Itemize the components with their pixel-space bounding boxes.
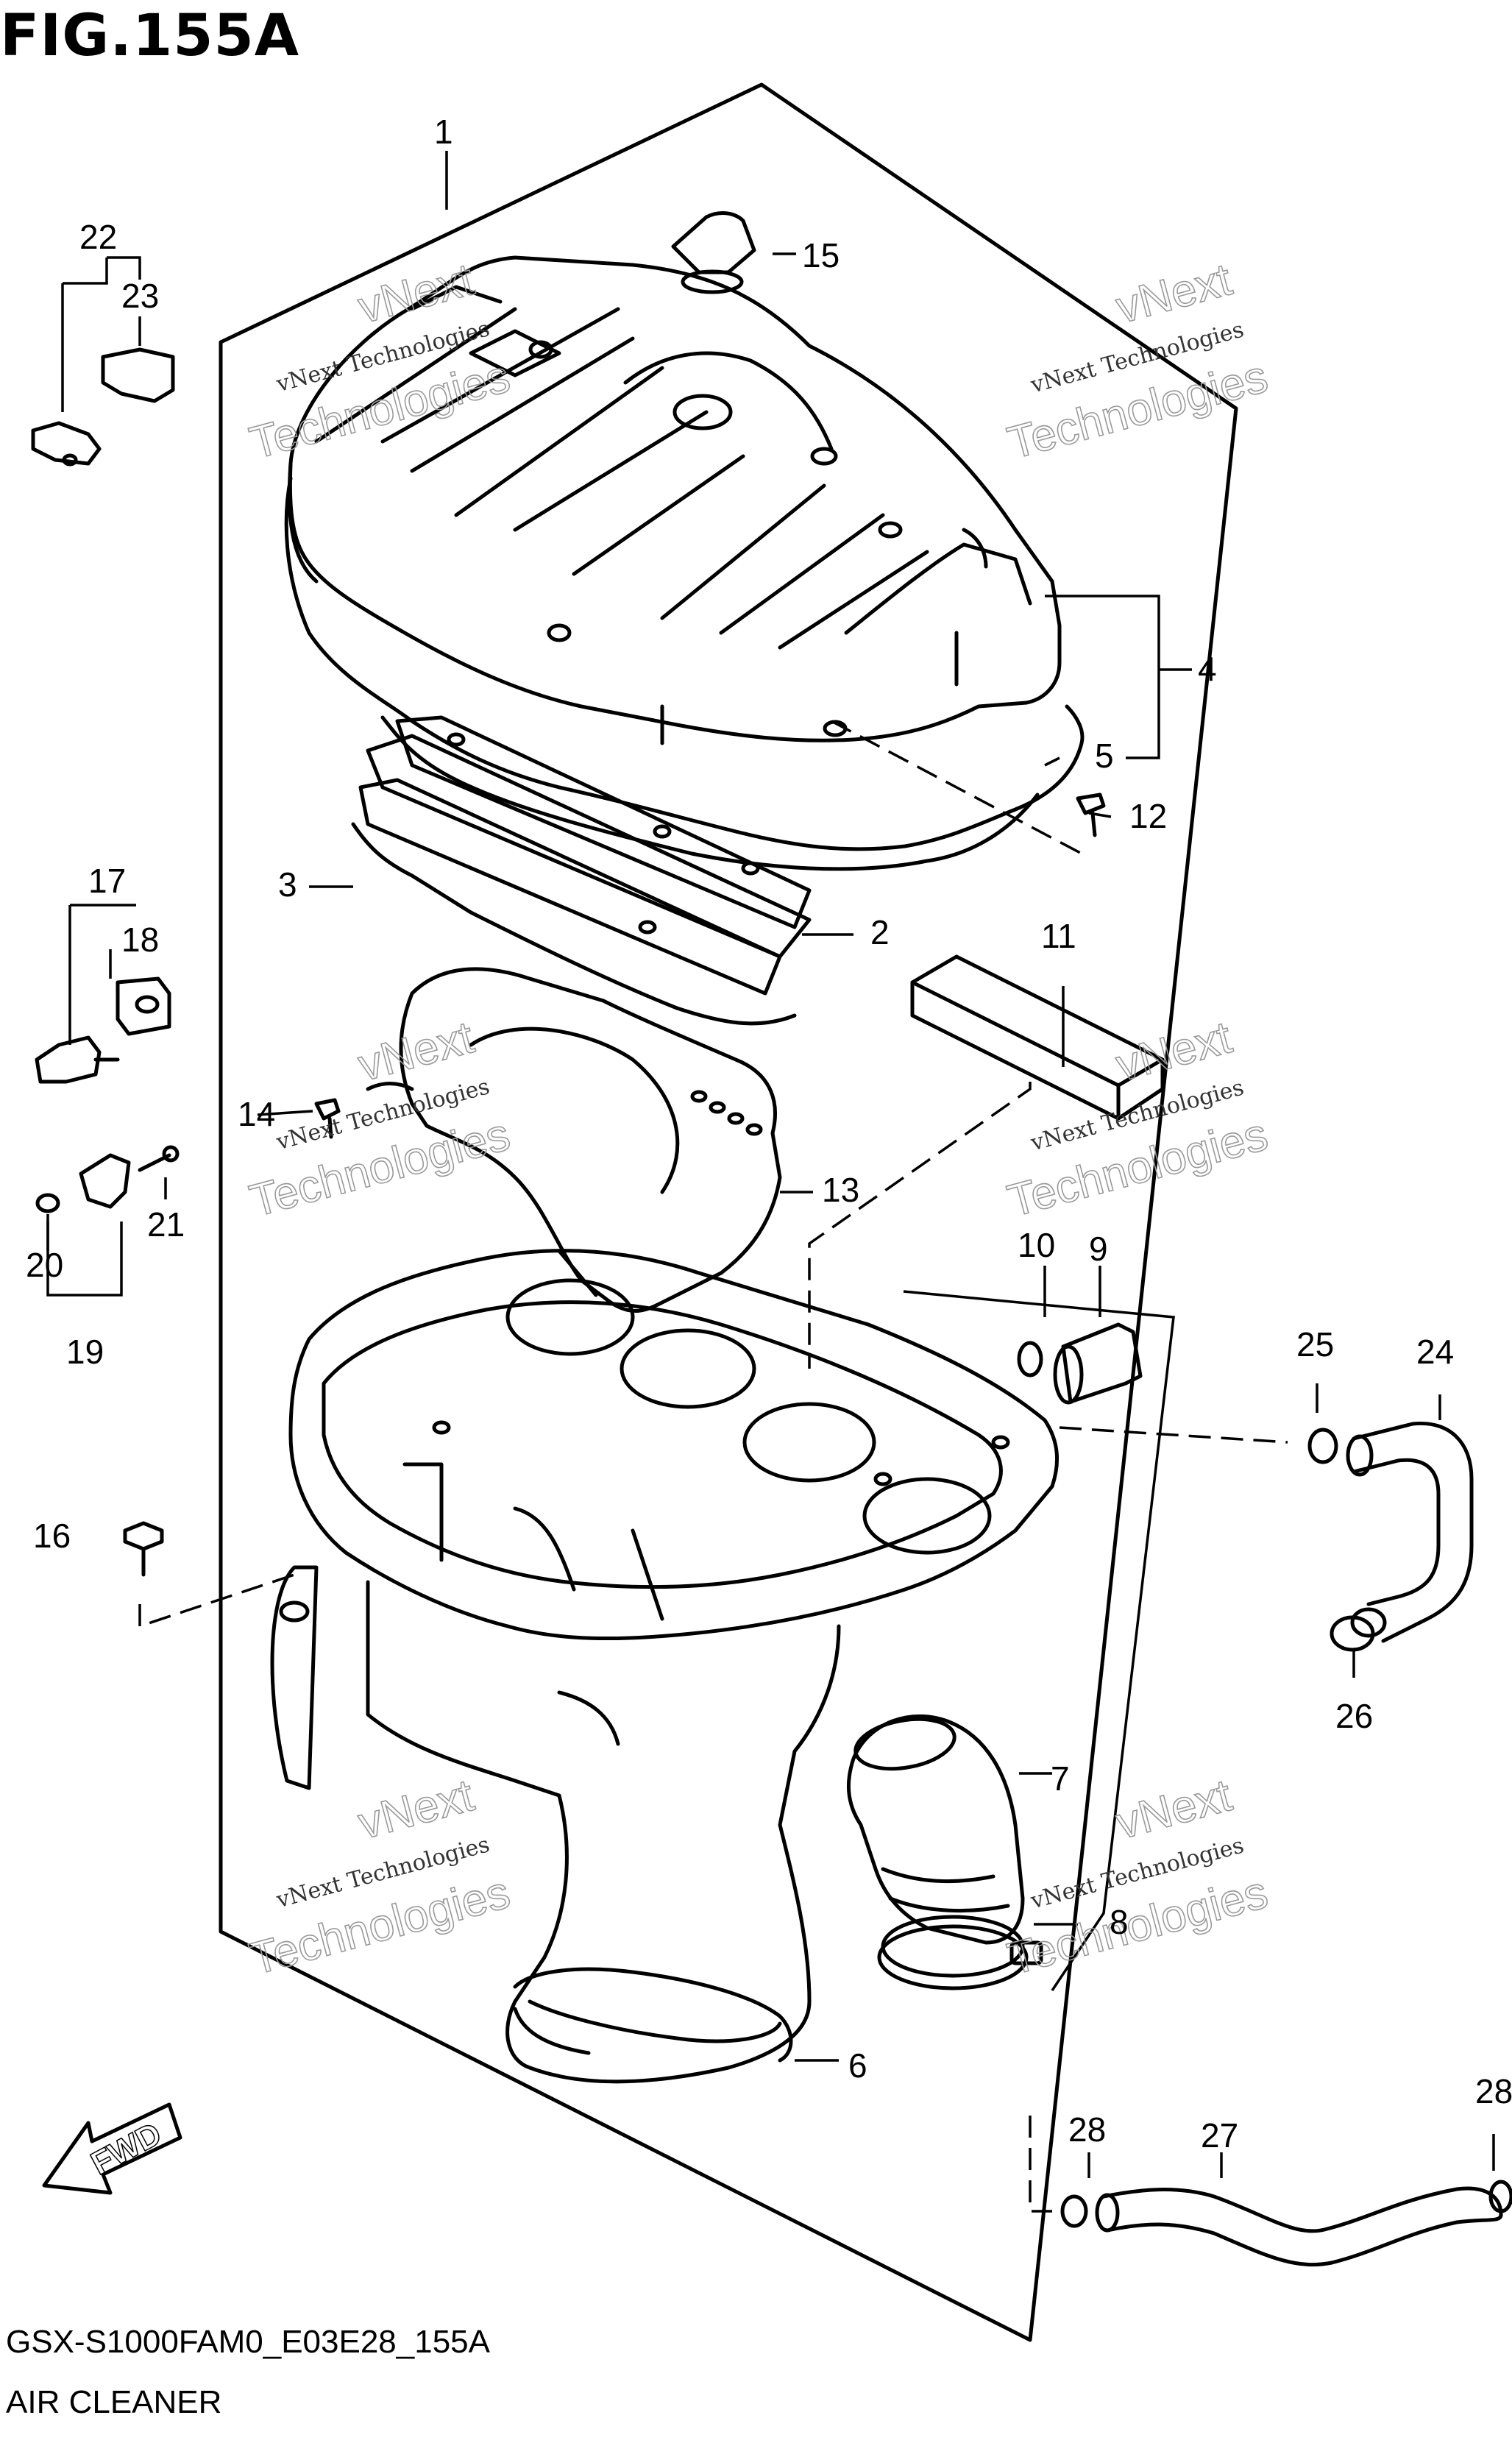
callout-8: 8: [1110, 1903, 1129, 1941]
sensor-17-18: [35, 976, 171, 1084]
lower-case-part: [270, 1249, 1060, 2084]
callout-15: 15: [802, 236, 840, 274]
elbow-duct-part: [846, 1714, 1025, 1945]
lower-hose-part: [1060, 2180, 1512, 2267]
callout-17: 17: [88, 862, 126, 900]
callout-5: 5: [1095, 737, 1114, 775]
callout-14: 14: [238, 1095, 275, 1133]
callout-28b: 28: [1475, 2072, 1512, 2110]
callout-22: 22: [79, 218, 117, 256]
callout-18: 18: [121, 921, 159, 959]
callout-1: 1: [434, 113, 453, 151]
watermark-mid-right: vNext Technologies Technologies vNext: [1002, 1012, 1274, 1228]
callout-9: 9: [1089, 1230, 1108, 1268]
screw-12: [1076, 793, 1106, 837]
clamp-band-part: [877, 1915, 1043, 1990]
callout-19: 19: [66, 1333, 104, 1371]
svg-text:vNext: vNext: [353, 1770, 479, 1849]
callout-26: 26: [1335, 1697, 1373, 1735]
foam-block-part: [910, 954, 1165, 1121]
callout-12: 12: [1129, 797, 1167, 835]
callout-2: 2: [870, 913, 890, 951]
callout-10: 10: [1018, 1226, 1055, 1264]
air-filter-element: [351, 715, 812, 1026]
callout-24: 24: [1416, 1333, 1454, 1371]
callout-23: 23: [121, 277, 159, 315]
watermark-top-right: vNext Technologies Technologies vNext: [1002, 254, 1274, 470]
figure-name: AIR CLEANER: [6, 2384, 222, 2420]
upper-seal-part: [284, 476, 1085, 871]
callout-11: 11: [1041, 917, 1076, 955]
svg-text:vNext: vNext: [1111, 254, 1237, 333]
watermark-bottom-left: vNext Technologies Technologies vNext: [244, 1770, 516, 1986]
callout-28a: 28: [1068, 2110, 1106, 2149]
callout-7: 7: [1051, 1759, 1070, 1798]
callout-25: 25: [1296, 1325, 1334, 1364]
screw-14: [314, 1098, 341, 1139]
svg-text:vNext: vNext: [1111, 1012, 1237, 1091]
drain-plug-part: [1017, 1322, 1143, 1405]
figure-title: FIG.155A: [0, 3, 300, 69]
svg-text:vNext: vNext: [353, 1012, 479, 1091]
top-cap-part: [671, 211, 756, 294]
callout-16: 16: [33, 1517, 71, 1555]
figure-code: GSX-S1000FAM0_E03E28_155A: [6, 2324, 491, 2360]
callout-20: 20: [26, 1246, 63, 1284]
callout-21: 21: [147, 1205, 185, 1244]
svg-text:vNext: vNext: [1111, 1770, 1237, 1849]
intake-funnel-part: [366, 967, 782, 1313]
breather-hose-part: [1307, 1421, 1474, 1652]
callout-labels: 1 2 3 4 5 6 7 8 9 10 11 12 13 14 15 16 1…: [26, 113, 1512, 2155]
callout-6: 6: [848, 2046, 867, 2085]
sensor-22-23: [31, 347, 175, 467]
assembly-boundary: [219, 82, 1238, 2342]
fwd-arrow: [42, 2102, 182, 2195]
callout-3: 3: [278, 865, 297, 904]
bolt-16: [123, 1521, 164, 1577]
callout-13: 13: [822, 1171, 859, 1209]
sensor-19-20-21: [35, 1145, 180, 1213]
svg-text:vNext: vNext: [353, 254, 479, 333]
callout-4: 4: [1198, 650, 1217, 688]
callout-27: 27: [1201, 2116, 1238, 2155]
upper-cover-part: [287, 255, 1062, 745]
